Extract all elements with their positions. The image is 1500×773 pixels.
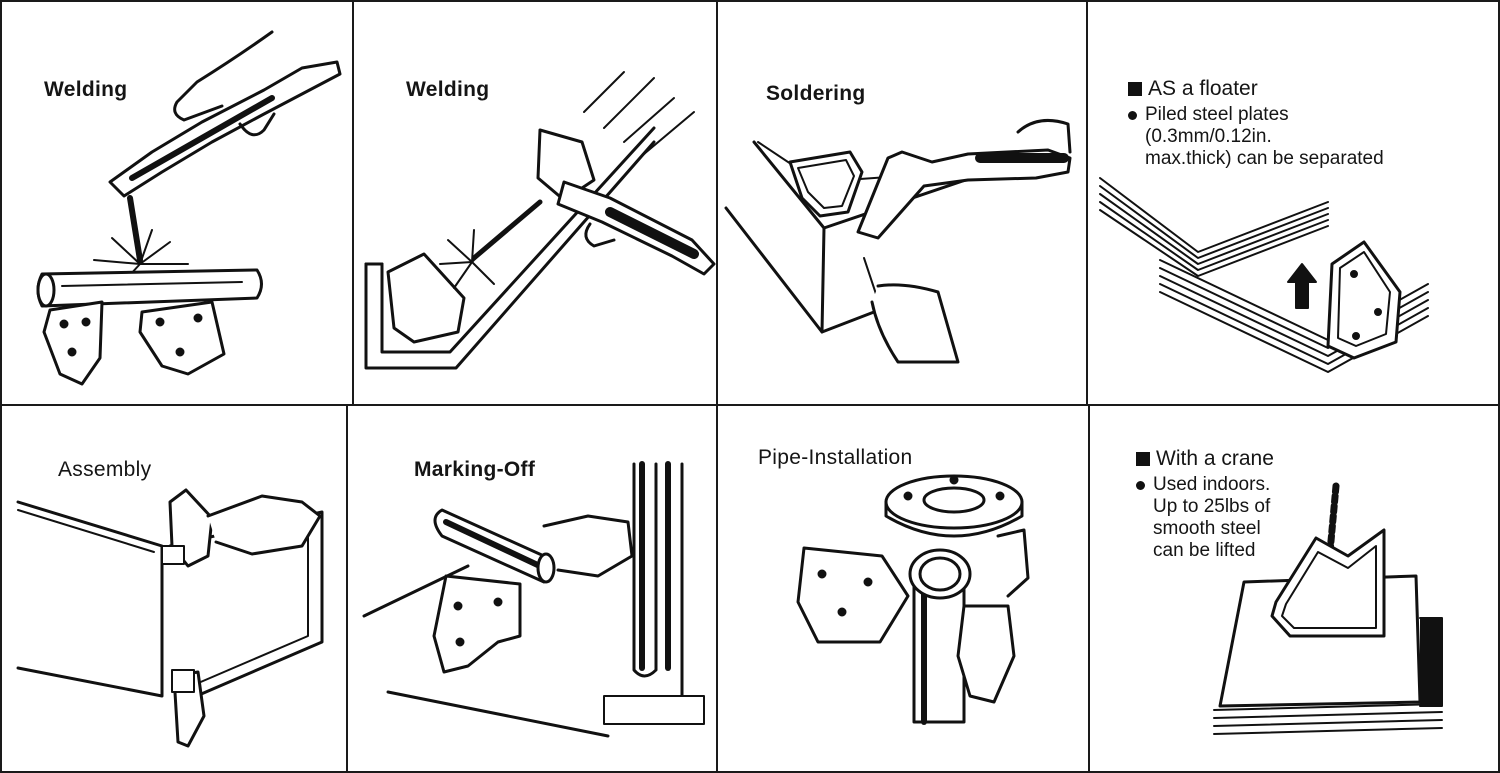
floater-heading: AS a floater bbox=[1148, 77, 1258, 100]
crane-illustration bbox=[1213, 482, 1443, 735]
panel-pipe-installation: Pipe-Installation bbox=[716, 404, 1092, 773]
panel-welding-pipe: Welding bbox=[0, 0, 358, 408]
panel-title: Soldering bbox=[766, 82, 866, 105]
panel-title: Welding bbox=[406, 78, 490, 101]
panel-soldering: Soldering bbox=[716, 0, 1092, 408]
panel-marking-off: Marking-Off bbox=[346, 404, 720, 773]
welding-angle-illustration bbox=[364, 71, 716, 370]
square-bullet-icon bbox=[1128, 82, 1142, 96]
crane-description: Used indoors. Up to 25lbs of smooth stee… bbox=[1153, 474, 1271, 561]
panel-title: Pipe-Installation bbox=[758, 446, 913, 469]
pipe-installation-illustration bbox=[796, 474, 1030, 725]
assembly-illustration bbox=[16, 488, 324, 748]
marking-off-illustration bbox=[362, 461, 705, 738]
panel-crane: With a crane Used indoors. Up to 25lbs o… bbox=[1088, 404, 1500, 773]
crane-heading: With a crane bbox=[1156, 447, 1274, 470]
panel-title: Welding bbox=[44, 78, 128, 101]
panel-assembly: Assembly bbox=[0, 404, 350, 773]
floater-note: AS a floater Piled steel plates (0.3mm/0… bbox=[1128, 78, 1488, 170]
round-bullet-icon bbox=[1136, 481, 1145, 490]
panel-welding-angle: Welding bbox=[352, 0, 722, 408]
round-bullet-icon bbox=[1128, 111, 1137, 120]
soldering-illustration bbox=[724, 118, 1072, 364]
crane-note: With a crane Used indoors. Up to 25lbs o… bbox=[1136, 448, 1436, 562]
square-bullet-icon bbox=[1136, 452, 1150, 466]
floater-illustration bbox=[1099, 177, 1429, 373]
panel-title: Assembly bbox=[58, 458, 152, 481]
floater-description: Piled steel plates (0.3mm/0.12in. max.th… bbox=[1145, 104, 1384, 169]
panel-title: Marking-Off bbox=[414, 458, 536, 481]
panel-floater: AS a floater Piled steel plates (0.3mm/0… bbox=[1086, 0, 1500, 408]
lift-arrow-icon bbox=[1287, 263, 1317, 309]
welding-pipe-illustration bbox=[36, 30, 342, 386]
